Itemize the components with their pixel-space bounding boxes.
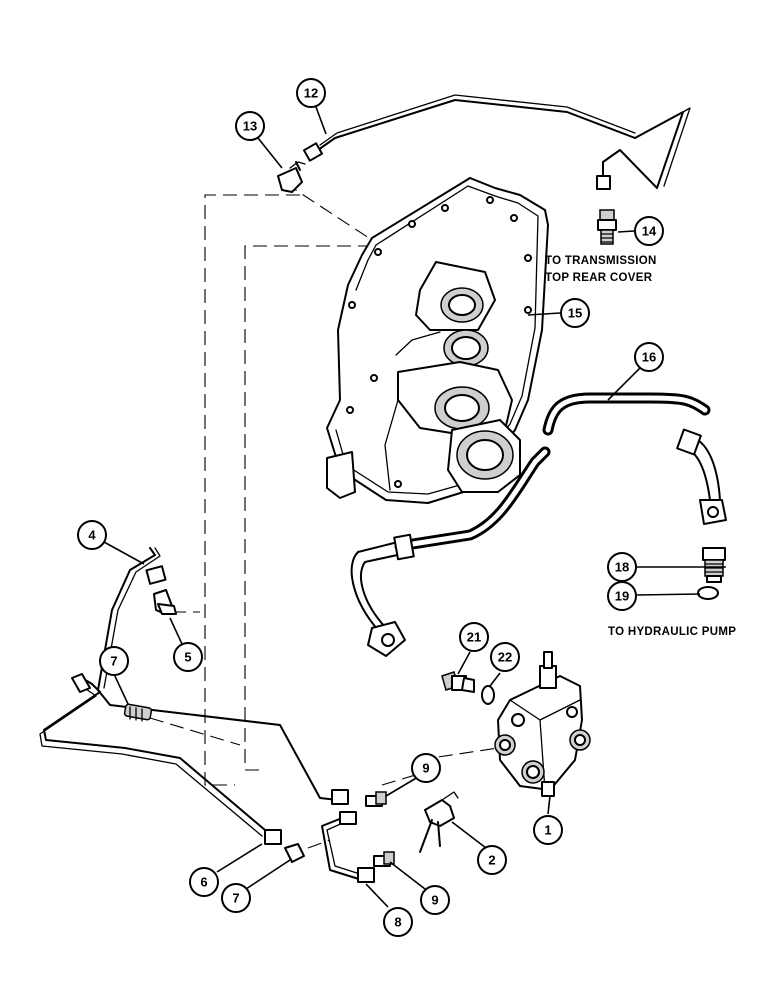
svg-text:6: 6	[200, 875, 207, 890]
valve-1	[494, 651, 591, 797]
switch-2	[419, 791, 459, 853]
callout-18: 18	[607, 552, 637, 582]
tube-8	[321, 811, 375, 883]
svg-text:15: 15	[568, 306, 582, 321]
svg-text:14: 14	[642, 224, 657, 239]
callout-1: 1	[533, 815, 563, 845]
callout-2: 2	[477, 845, 507, 875]
svg-text:8: 8	[394, 915, 401, 930]
o-ring-19	[697, 586, 719, 600]
adapter-fitting-14	[597, 209, 617, 245]
svg-text:13: 13	[243, 119, 257, 134]
svg-text:16: 16	[642, 350, 656, 365]
callout-6: 6	[189, 867, 219, 897]
svg-text:5: 5	[184, 650, 191, 665]
callout-8: 8	[383, 907, 413, 937]
svg-text:19: 19	[615, 589, 629, 604]
callout-12: 12	[296, 78, 326, 108]
svg-text:9: 9	[431, 893, 438, 908]
elbow-fitting-5	[153, 589, 177, 615]
fitting-18	[702, 547, 726, 583]
fitting-21	[441, 671, 475, 693]
tube-4	[97, 547, 349, 805]
callout-4: 4	[77, 520, 107, 550]
svg-text:2: 2	[488, 853, 495, 868]
callout-13: 13	[235, 111, 265, 141]
connector-9-lower	[373, 851, 395, 867]
callout-7-upper: 7	[99, 646, 129, 676]
svg-text:12: 12	[304, 86, 318, 101]
o-ring-22	[481, 685, 495, 705]
note-transmission-line2: TOP REAR COVER	[545, 272, 653, 284]
tube-6	[39, 673, 282, 845]
callout-22: 22	[490, 642, 520, 672]
svg-text:7: 7	[110, 654, 117, 669]
fitting-7-upper	[123, 703, 153, 722]
connector-9-upper	[365, 791, 387, 807]
svg-text:9: 9	[422, 761, 429, 776]
note-transmission-line1: TO TRANSMISSION	[545, 255, 657, 267]
callout-16: 16	[634, 342, 664, 372]
leader-lines	[103, 106, 726, 908]
svg-text:21: 21	[467, 630, 481, 645]
callout-7-lower: 7	[221, 883, 251, 913]
rear-cover-housing-15	[326, 177, 549, 504]
svg-text:1: 1	[544, 823, 551, 838]
elbow-fitting-7-lower	[284, 843, 305, 863]
callout-5: 5	[173, 642, 203, 672]
callout-14: 14	[634, 216, 664, 246]
callout-19: 19	[607, 581, 637, 611]
callout-21: 21	[459, 622, 489, 652]
tube-12	[302, 94, 691, 190]
note-hydraulic-pump: TO HYDRAULIC PUMP	[608, 626, 736, 638]
callout-9-lower: 9	[420, 885, 450, 915]
callout-9-upper: 9	[411, 753, 441, 783]
callout-15: 15	[560, 298, 590, 328]
svg-text:22: 22	[498, 650, 512, 665]
svg-text:7: 7	[232, 891, 239, 906]
svg-text:4: 4	[88, 528, 96, 543]
svg-text:18: 18	[615, 560, 629, 575]
elbow-fitting-13	[277, 161, 306, 193]
hydraulic-hose-16	[350, 392, 727, 657]
